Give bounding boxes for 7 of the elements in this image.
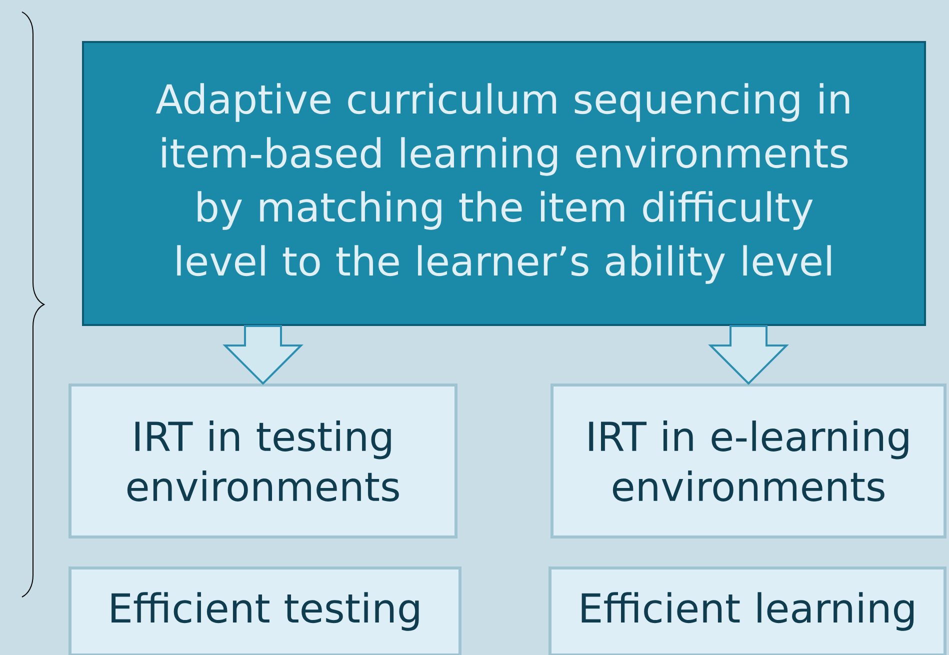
process-box: Efficient learning xyxy=(548,566,947,655)
process-box: IRT in testing environments xyxy=(68,384,458,538)
block-arrow xyxy=(708,325,789,385)
process-box: IRT in e-learning environments xyxy=(550,384,947,538)
process-box: Adaptive curriculum sequencing in item-based learning environments by matching the item difficulty level to the learner’s ability level xyxy=(82,41,926,326)
process-box: Efficient testing xyxy=(68,566,462,655)
block-arrow xyxy=(222,325,304,385)
